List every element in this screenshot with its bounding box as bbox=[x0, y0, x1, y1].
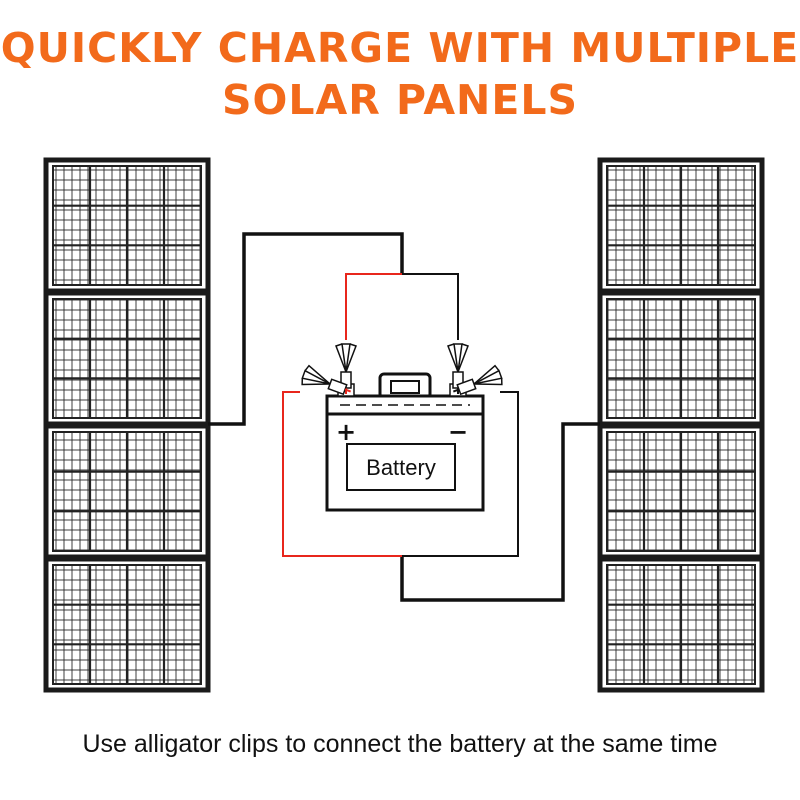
caption: Use alligator clips to connect the batte… bbox=[82, 730, 718, 758]
headline: QUICKLY CHARGE WITH MULTIPLE SOLAR PANEL… bbox=[0, 22, 800, 126]
negative-wire-bottom bbox=[402, 391, 519, 557]
left-solar-panel-1 bbox=[43, 157, 211, 294]
right-solar-panel-3 bbox=[597, 423, 765, 560]
alligator-clips bbox=[301, 343, 503, 396]
positive-wire-top bbox=[345, 273, 402, 340]
headline-line-2: SOLAR PANELS bbox=[221, 76, 579, 124]
positive-clip-top bbox=[335, 343, 357, 394]
battery: Battery + − bbox=[325, 372, 485, 512]
right-panel-negative-wire bbox=[400, 422, 600, 602]
positive-wire-bottom bbox=[282, 391, 402, 557]
right-solar-panel-4 bbox=[597, 556, 765, 693]
negative-clip-side bbox=[452, 364, 503, 396]
left-solar-panel-3 bbox=[43, 423, 211, 560]
left-panel-negative-wire bbox=[208, 232, 404, 426]
negative-clip-top bbox=[447, 343, 469, 394]
right-solar-panel-2 bbox=[597, 290, 765, 427]
positive-clip-side bbox=[301, 364, 352, 396]
battery-negative-sign: − bbox=[448, 418, 468, 446]
battery-positive-sign: + bbox=[336, 418, 356, 446]
right-solar-panel-stack bbox=[597, 157, 765, 693]
left-solar-panel-2 bbox=[43, 290, 211, 427]
battery-label: Battery bbox=[366, 455, 436, 480]
negative-wire-top bbox=[402, 273, 459, 340]
left-solar-panel-4 bbox=[43, 556, 211, 693]
headline-line-1: QUICKLY CHARGE WITH MULTIPLE bbox=[0, 24, 800, 72]
battery-label-box bbox=[346, 443, 456, 491]
right-solar-panel-1 bbox=[597, 157, 765, 294]
left-solar-panel-stack bbox=[43, 157, 211, 693]
